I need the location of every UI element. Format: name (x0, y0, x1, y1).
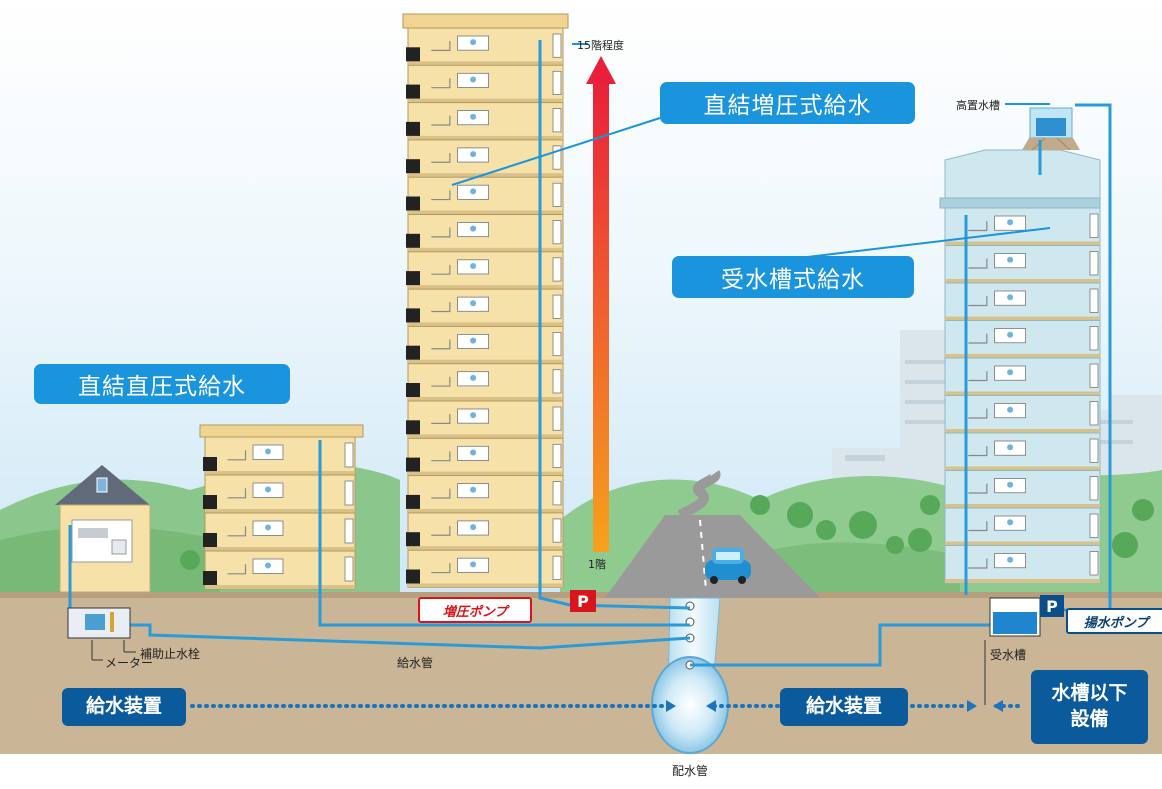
callout-direct-pressure: 直結直圧式給水 (34, 364, 290, 404)
receiving-tank (984, 597, 1041, 705)
label-aux-stop-valve: 補助止水栓 (140, 647, 201, 661)
booster-pump-tag: 増圧ポンプ (418, 597, 532, 623)
lift-pump-tag: 揚水ポンプ (1066, 608, 1162, 634)
label-distribution-main: 配水管 (672, 764, 709, 778)
car (705, 548, 751, 584)
zone-arrows (666, 700, 1003, 712)
label-receiving-tank: 受水槽 (990, 648, 1027, 662)
height-arrow (586, 56, 616, 552)
detached-house (55, 465, 151, 593)
trees (180, 495, 1154, 570)
callout-direct-booster: 直結増圧式給水 (660, 82, 915, 124)
zone-below-tank: 水槽以下 設備 (1031, 670, 1148, 744)
lift-pump-symbol: P (1040, 595, 1064, 617)
zone-below-tank-line2: 設備 (1070, 708, 1109, 730)
label-service-pipe: 給水管 (397, 656, 434, 670)
low-rise-building (199, 424, 364, 592)
booster-pump-symbol: P (570, 590, 596, 612)
high-rise-building (402, 13, 569, 595)
ground (0, 592, 1162, 754)
zone-below-tank-line1: 水槽以下 (1051, 682, 1128, 705)
label-floor-15: 15階程度 (577, 39, 624, 52)
callout-tank-supply: 受水槽式給水 (672, 256, 914, 298)
tank-building (939, 149, 1101, 595)
label-floor-1: 1階 (588, 558, 606, 571)
label-elevated-tank: 高置水槽 (956, 99, 1000, 112)
meter-box (67, 607, 136, 661)
zone-supply-equipment-left: 給水装置 (62, 688, 186, 726)
label-meter: メーター (105, 656, 154, 670)
elevated-tank (1022, 107, 1080, 151)
zone-supply-equipment-right: 給水装置 (780, 688, 908, 726)
